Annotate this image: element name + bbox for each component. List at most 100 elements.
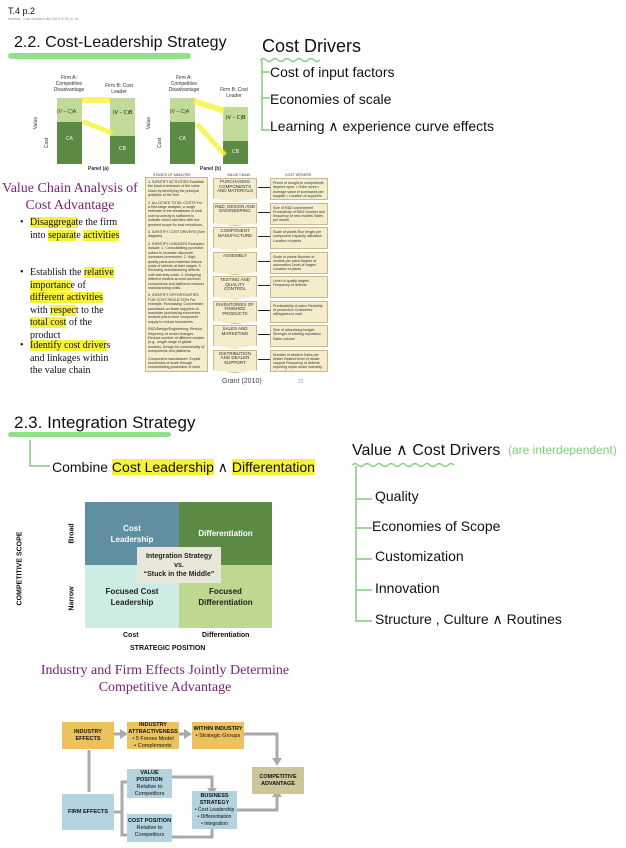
bullet-1: Disaggregate the firm into separate acti… — [30, 217, 120, 241]
within-industry-box: WITHIN INDUSTRY — [193, 726, 243, 732]
cb-label: CB — [223, 141, 248, 164]
list-item: • 5 Forces Model — [132, 735, 174, 742]
firm-b-label: Firm B: Cost Leader — [105, 83, 133, 95]
arrow-icon — [258, 260, 270, 262]
cost-driver-box: Number of dealers Sales per dealer Desir… — [270, 349, 328, 372]
wavy-underline — [260, 57, 320, 63]
competitive-advantage-box: COMPETITIVE ADVANTAGE — [259, 773, 297, 787]
cost-driver-box: Prices of bought-in components depend up… — [270, 178, 328, 200]
stage-text: 3. IDENTIFY COST DRIVERS (See diagram) — [148, 230, 205, 239]
section-heading-cost-leadership: 2.2. Cost-Leadership Strategy — [14, 34, 227, 51]
col-header: STAGES OF ANALYSIS — [153, 173, 191, 177]
panel-a-label: Panel (a) — [88, 166, 109, 172]
col-header: VALUE CHAIN — [227, 173, 251, 177]
stage-text: 1. IDENTIFY ACTIVITIES Establish the bas… — [148, 180, 205, 198]
effects-flow-diagram: INDUSTRY EFFECTS INDUSTRY ATTRACTIVENESS… — [62, 722, 312, 842]
cost-driver-item: Learning ∧ experience curve effects — [270, 118, 495, 134]
firm-a-label: Firm A: Competitive Disadvantage — [53, 75, 85, 93]
slide-number: 22 — [298, 379, 304, 385]
cost-driver-box: Scale of plants Run length per component… — [270, 227, 328, 249]
cost-driver-box: Size of R&D commitment Productivity of R… — [270, 202, 328, 225]
x-tick-cost: Cost — [123, 632, 139, 639]
bracket-arrow-icon — [29, 440, 50, 467]
bullet-dot: • — [20, 267, 24, 278]
list-item: • Complements — [134, 742, 172, 749]
business-strategy-box: BUSINESS STRATEGY — [199, 792, 230, 806]
arrow-icon — [258, 309, 270, 311]
value-chain-activity: DISTRIBUTION AND DEALER SUPPORT — [213, 349, 257, 373]
driver-item: Innovation — [375, 580, 440, 596]
heading-highlight — [8, 53, 191, 59]
firm-b-label: Firm B: Cost Leader — [220, 87, 248, 99]
industry-effects-box: INDUSTRY EFFECTS — [74, 728, 102, 742]
driver-item: Quality — [375, 488, 419, 504]
x-tick-diff: Differentiation — [202, 632, 250, 639]
wavy-underline — [352, 462, 455, 468]
page-title: T.4 p.2 — [8, 6, 36, 16]
interdependent-note: (are interdependent) — [508, 443, 617, 457]
stage-text: 4. IDENTIFY LINKAGES Examples include: 1… — [148, 241, 205, 290]
industry-attractiveness-box: INDUSTRY ATTRACTIVENESS — [128, 721, 178, 735]
value-position-box: VALUE POSITION — [136, 769, 163, 783]
section-heading-integration: 2.3. Integration Strategy — [14, 413, 196, 432]
vb-label: (V – C)B — [110, 98, 135, 136]
driver-item: Economies of Scope — [372, 518, 501, 534]
y-tick-narrow: Narrow — [68, 586, 76, 611]
stage-text: 2. ALLOCATE TOTAL COSTS For a first-stag… — [148, 200, 203, 227]
y-tick-broad: Broad — [68, 523, 76, 544]
box-subtitle: Relative to Competitors — [134, 824, 165, 838]
value-chain-activity: TESTING AND QUALITY CONTROL — [213, 276, 257, 300]
value-chain-activity: R&D, DESIGN AND ENGINEERING — [213, 202, 257, 226]
value-chain-activity: SALES AND MARKETING — [213, 325, 257, 349]
arrow-icon — [258, 187, 270, 188]
combine-text: Combine Cost Leadership ∧ Differentation — [52, 459, 315, 475]
bullet-3: Identify cost drivers and linkages withi… — [30, 340, 111, 376]
effects-title: Industry and Firm Effects Jointly Determ… — [40, 663, 290, 695]
firm-a-label: Firm A: Competitive Disadvantage — [168, 75, 200, 93]
list-item: • Differentiation — [197, 813, 232, 820]
value-chain-activity: PURCHASING COMPONENTS AND MATERIALS — [213, 178, 257, 202]
va-label: (V – C)A — [57, 109, 77, 115]
bullet-dot: • — [20, 217, 24, 228]
value-axis-label: Value — [146, 116, 153, 130]
ca-label: CA — [57, 122, 82, 164]
value-axis-label: Value — [33, 116, 40, 130]
stage-text: R&D/Design/Engineering: Reduce frequency… — [148, 327, 205, 354]
arrow-icon — [258, 285, 270, 286]
value-chain-activity: COMPONENT MANUFACTURE — [213, 227, 257, 251]
x-axis-label: STRATEGIC POSITION — [130, 645, 206, 652]
cb-label: CB — [110, 136, 135, 164]
list-item: • Cost Leadership — [194, 806, 235, 813]
list-item: • Strategic Groups — [195, 733, 241, 739]
cost-driver-box: Size of advertising budget Strength of e… — [270, 325, 328, 347]
cost-position-box: COST POSITION — [127, 817, 172, 824]
source-citation: Grant (2010) — [222, 378, 262, 385]
driver-item: Structure , Culture ∧ Routines — [375, 611, 562, 627]
value-chain-activity: ASSEMBLY — [213, 251, 257, 275]
cost-driver-box: Predictability of sales Flexibility of p… — [270, 300, 328, 323]
y-axis-label: COMPETITIVE SCOPE — [16, 531, 24, 606]
cost-axis-label: Cost — [157, 137, 164, 149]
heading-highlight — [8, 432, 171, 437]
strategy-matrix: Cost Leadership Differentiation Focused … — [85, 502, 272, 628]
va-label: (V – C)A — [170, 109, 190, 115]
value-cost-drivers-title: Value ∧ Cost Drivers — [352, 442, 501, 459]
cost-value-chart: Firm A: Competitive Disadvantage Firm B:… — [30, 75, 260, 172]
panel-b-label: Panel (b) — [200, 166, 222, 172]
box-subtitle: Relative to Competitors — [134, 783, 165, 797]
stages-of-analysis: 1. IDENTIFY ACTIVITIES Establish the bas… — [145, 177, 208, 372]
ca-label: CA — [170, 122, 195, 164]
firm-effects-box: FIRM EFFECTS — [67, 808, 109, 815]
page-date: martes, 3 de octubre de 2023 6:32 p. m. — [8, 17, 80, 21]
cost-driver-item: Economies of scale — [270, 91, 392, 107]
col-header: COST DRIVERS — [285, 173, 312, 177]
bullet-2: Establish the relative importance of dif… — [30, 267, 114, 341]
cost-drivers-title: Cost Drivers — [262, 36, 362, 56]
bracket-arrow-icon — [261, 60, 270, 131]
driver-item: Customization — [375, 548, 464, 564]
vb-label: (V – C)B — [223, 107, 248, 141]
arrow-icon — [258, 211, 270, 213]
list-item: • Integration — [201, 820, 228, 827]
cost-axis-label: Cost — [44, 137, 51, 149]
